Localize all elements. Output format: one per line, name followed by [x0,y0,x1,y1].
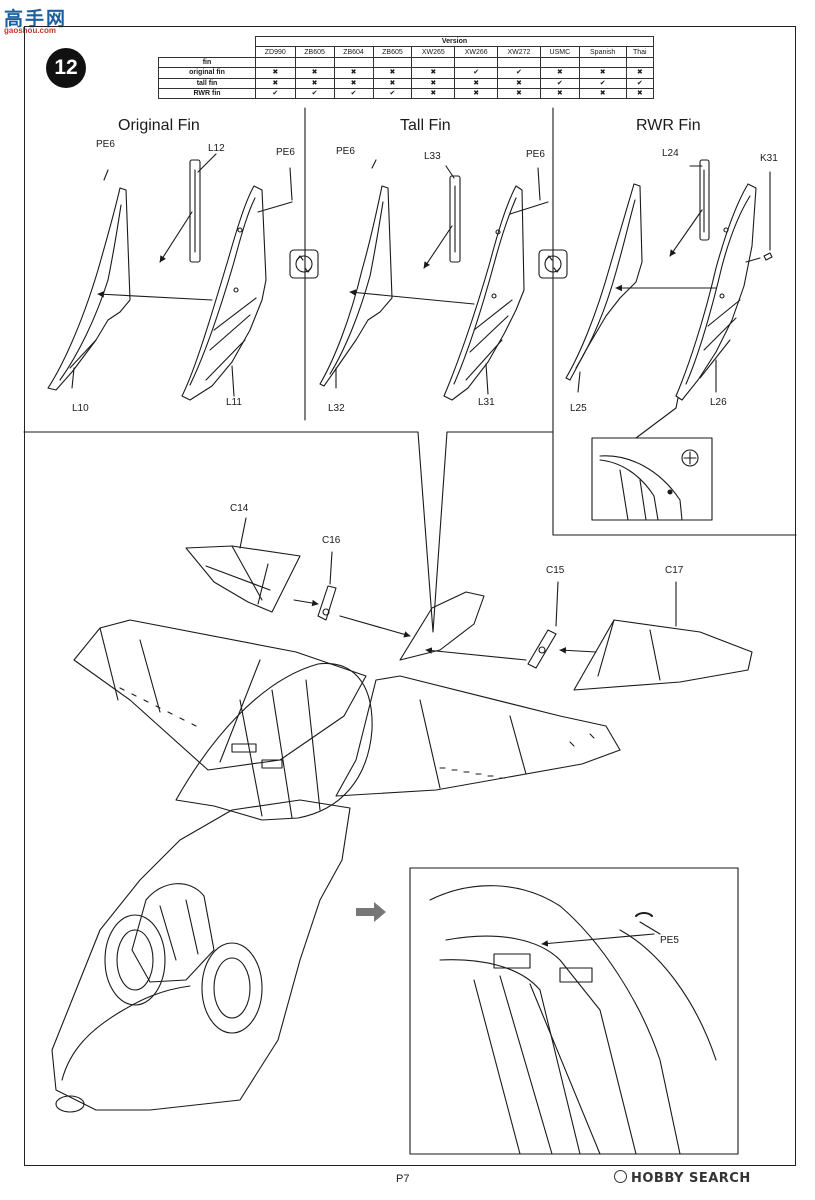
pe5-detail-inset [409,867,739,1155]
leader-line [289,167,293,201]
rwr-fin-antenna-part [699,159,710,241]
part-label: PE6 [526,149,545,160]
part-label: K31 [760,153,778,164]
part-label: L24 [662,148,679,159]
version-table: Version ZD990 ZB605 ZB604 ZB605 XW265 XW… [158,35,654,100]
part-label: L31 [478,397,495,408]
leader-line [197,153,217,173]
tailplane-left-c14 [185,545,301,613]
section-title-rwr-fin: RWR Fin [636,117,701,134]
leader-line [329,551,333,585]
leader-line [239,517,247,549]
rwr-fin-left-half [565,183,643,381]
step-number-badge: 12 [46,48,86,88]
leader-line [485,363,489,395]
hobby-search-watermark: HOBBY SEARCH [614,1170,751,1186]
mark-cell: ✖ [578,87,627,100]
part-label: C14 [230,503,249,514]
part-label: PE5 [660,935,679,946]
leader-line [577,371,581,393]
part-label: PE6 [336,146,355,157]
part-label: C15 [546,565,565,576]
rwr-detail-inset [591,397,713,521]
tailplane-right-c17 [573,619,753,691]
pe6-part [371,159,377,169]
assembly-arrow [669,209,703,257]
tall-fin-right-half [443,185,525,401]
row-label: RWR fin [158,87,256,100]
assembly-arrow [425,647,527,661]
assembly-arrow [349,289,475,305]
original-fin-right-half [181,185,267,401]
tall-fin-rwr-part [449,175,461,263]
part-label: L11 [226,397,242,408]
part-label: C16 [322,535,341,546]
mark-cell: ✖ [625,87,654,100]
aircraft-main-assembly [51,591,621,1113]
rotate-icon [289,249,319,279]
page-number: P7 [396,1173,410,1185]
assembly-arrow [97,291,213,301]
pe6-part [257,201,293,213]
original-fin-left-half [47,187,131,391]
page-frame [24,26,796,1166]
hobby-search-logo-icon [614,1170,627,1183]
part-label: L26 [710,397,727,408]
assembly-arrow [559,647,597,654]
section-title-original-fin: Original Fin [118,117,200,134]
part-label: PE6 [96,139,115,150]
fin-callout-lines [23,431,554,633]
pe6-part [103,169,109,181]
part-label: L12 [208,143,225,154]
pe6-part [509,201,549,215]
section-title-tall-fin: Tall Fin [400,117,451,134]
mark-cell: ✔ [372,87,413,100]
part-label: C17 [665,565,684,576]
watermark-url: gaoshou.com [4,26,57,35]
assembly-arrow [423,225,453,269]
table-row: RWR fin ✔ ✔ ✔ ✔ ✖ ✖ ✖ ✖ ✖ ✖ [158,87,654,100]
leader-line [71,367,75,389]
hobby-search-text: HOBBY SEARCH [631,1171,751,1186]
part-label: L33 [424,151,441,162]
original-fin-rwr-part [189,159,201,263]
leader-line [231,365,235,397]
rwr-fin-right-half [675,183,757,401]
part-label: L32 [328,403,345,414]
tall-fin-left-half [319,185,393,387]
watermark-title: 高手网 [4,8,68,30]
assembly-arrow [159,211,193,263]
mark-cell: ✖ [539,87,580,100]
pivot-c15 [527,629,557,669]
k31-part [745,252,773,263]
pivot-c16 [317,585,337,621]
detail-pointer-arrow [356,902,386,922]
assembly-arrow [339,615,411,638]
part-label: L25 [570,403,587,414]
part-label: L10 [72,403,89,414]
assembly-arrow [293,599,319,607]
leader-line [555,581,559,627]
rotate-icon [538,249,568,279]
part-label: PE6 [276,147,295,158]
leader-line [445,165,455,179]
leader-line [537,167,541,201]
watermark-logo: 高手网 gaoshou.com [4,4,78,38]
